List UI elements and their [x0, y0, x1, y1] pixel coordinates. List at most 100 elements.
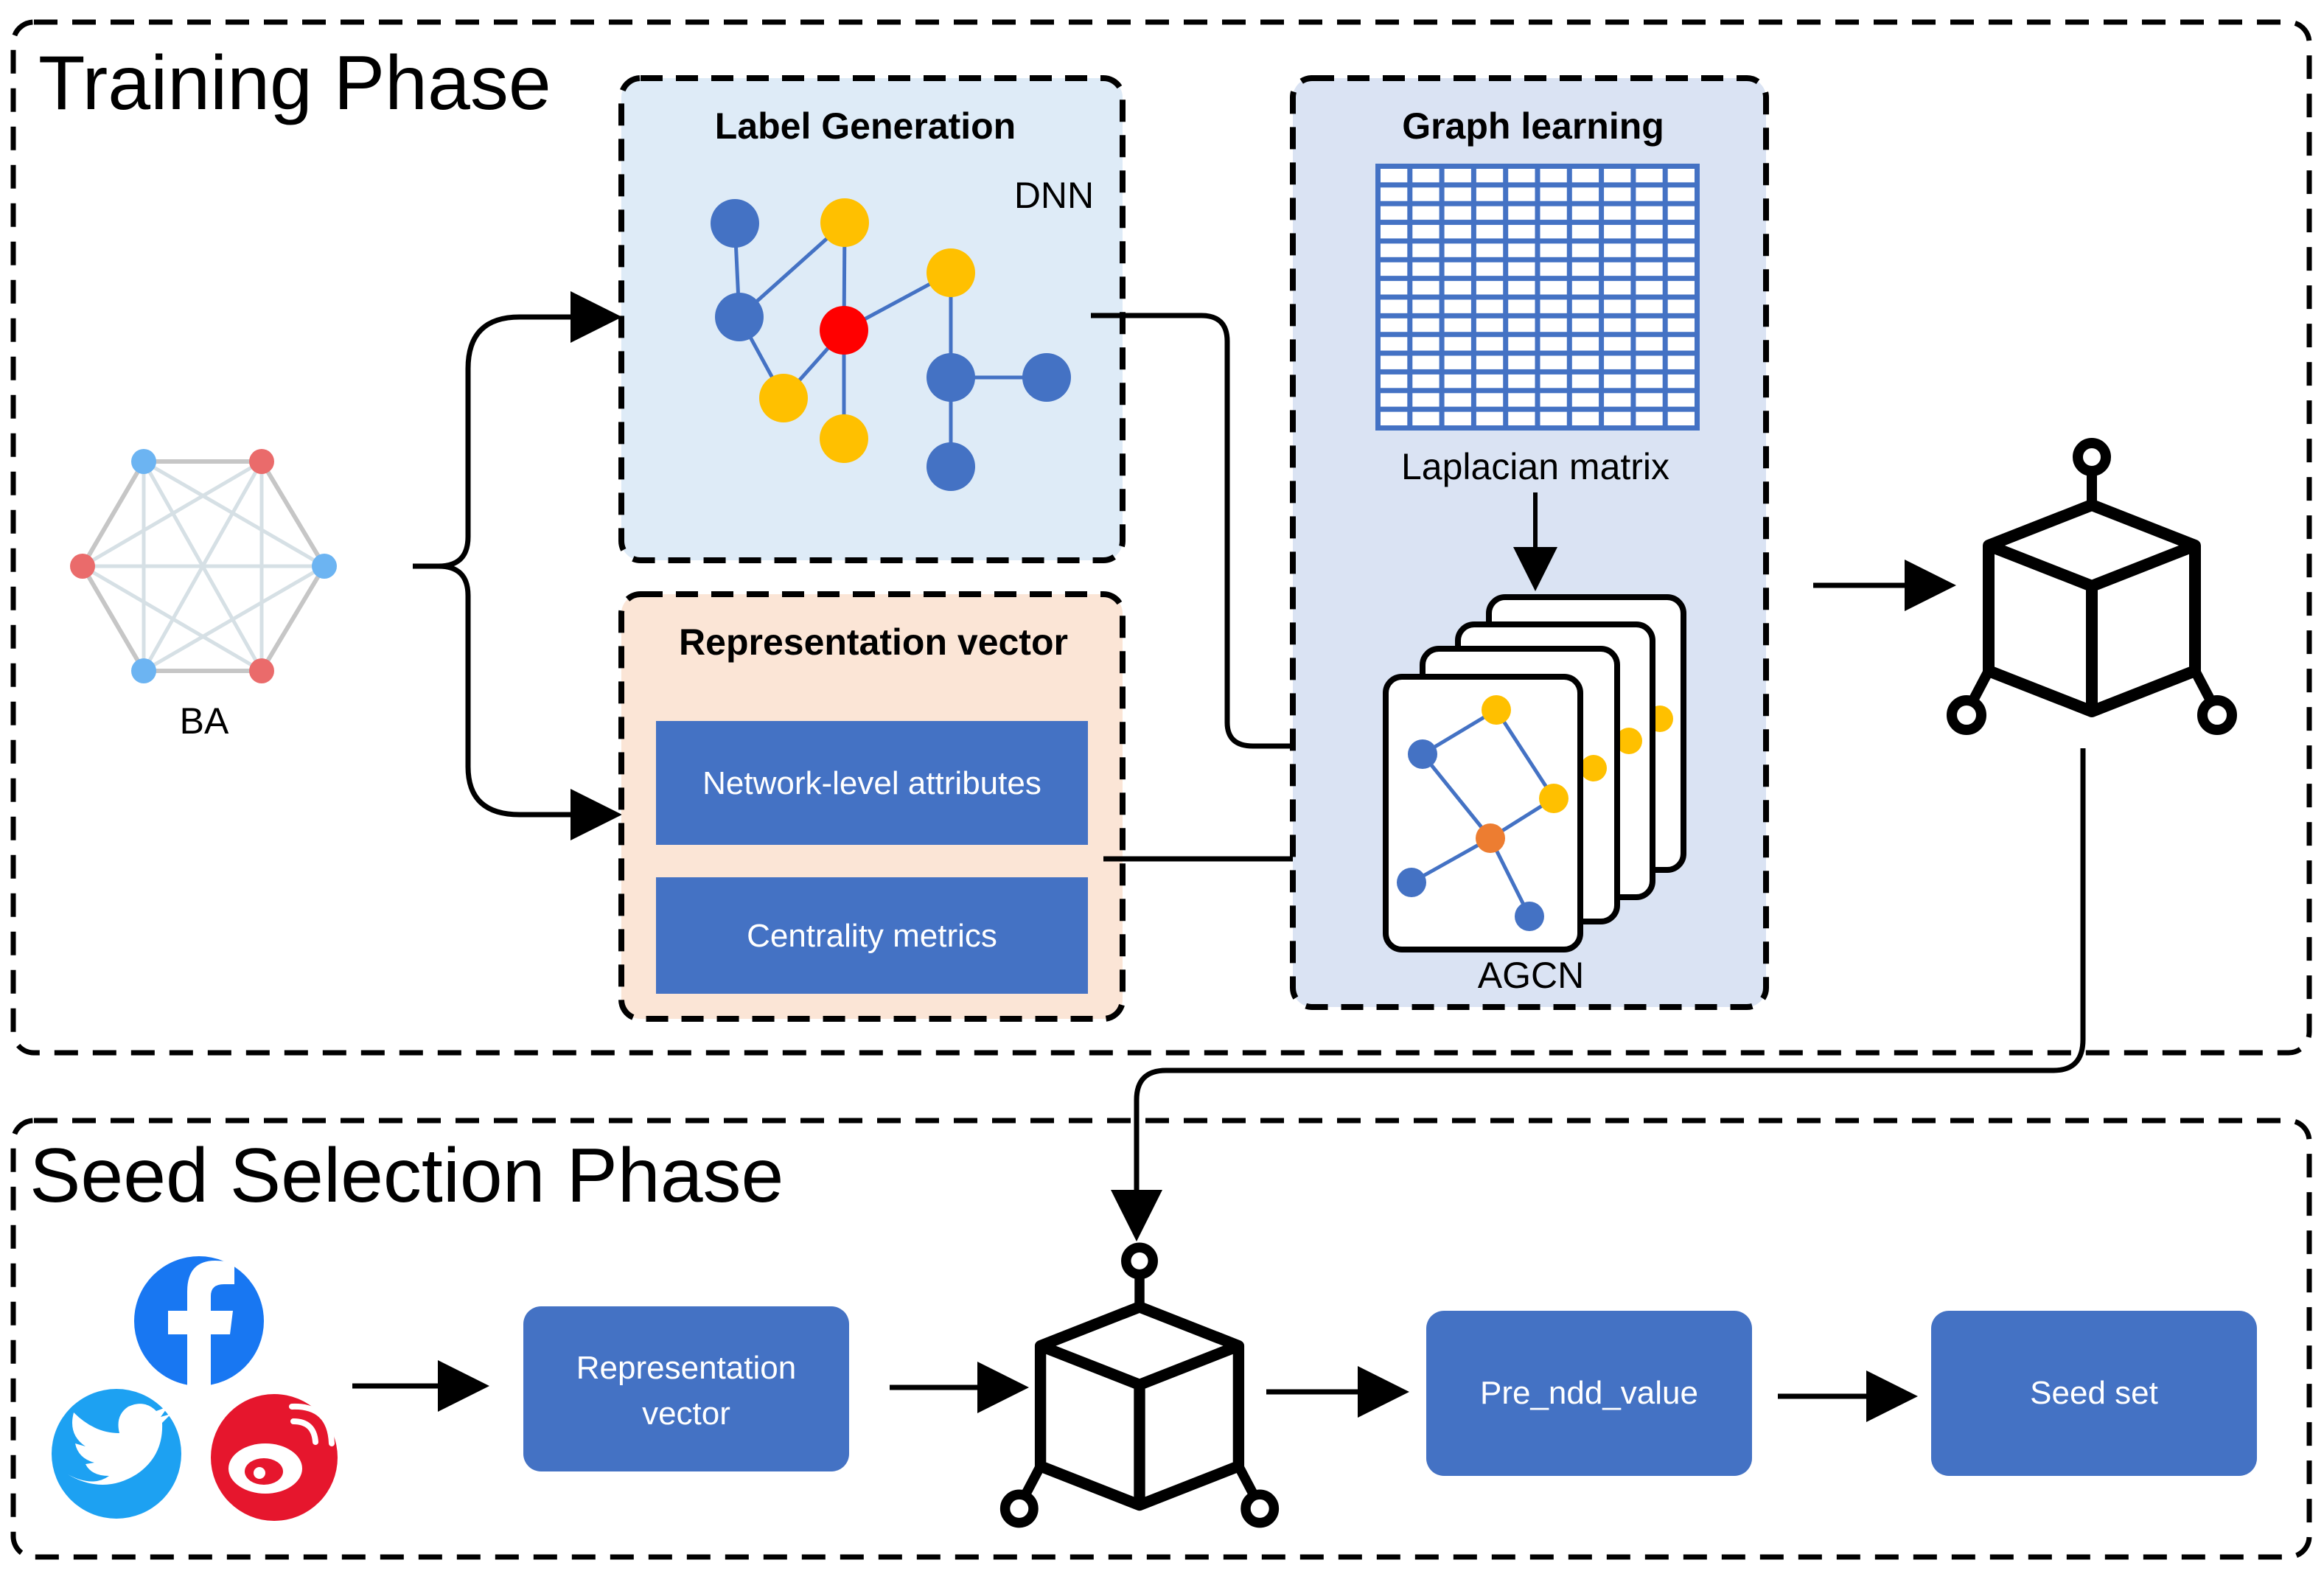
representation-vector-title: Representation vector — [679, 621, 1068, 663]
matrix-cell — [1508, 337, 1535, 351]
matrix-cell — [1636, 169, 1663, 183]
matrix-cell — [1508, 355, 1535, 369]
matrix-cell — [1476, 243, 1504, 257]
matrix-cell — [1667, 318, 1695, 332]
matrix-cell — [1540, 281, 1567, 295]
matrix-cell — [1381, 281, 1408, 295]
matrix-cell — [1667, 262, 1695, 276]
matrix-cell — [1540, 206, 1567, 220]
matrix-cell — [1381, 169, 1408, 183]
matrix-cell — [1412, 187, 1440, 201]
matrix-cell — [1412, 243, 1440, 257]
matrix-cell — [1604, 299, 1631, 313]
matrix-cell — [1381, 393, 1408, 407]
matrix-cell — [1540, 337, 1567, 351]
matrix-cell — [1444, 262, 1471, 276]
representation-vector-label-line2: vector — [642, 1396, 730, 1432]
matrix-cell — [1508, 225, 1535, 239]
training-phase-title: Training Phase — [38, 41, 551, 126]
matrix-cell — [1604, 393, 1631, 407]
laplacian-matrix-label: Laplacian matrix — [1401, 446, 1669, 487]
matrix-cell — [1381, 206, 1408, 220]
matrix-cell — [1540, 225, 1567, 239]
matrix-cell — [1571, 374, 1599, 389]
matrix-cell — [1381, 318, 1408, 332]
training-phase-frame — [10, 19, 2312, 1056]
matrix-cell — [1476, 318, 1504, 332]
matrix-cell — [1444, 169, 1471, 183]
matrix-cell — [1444, 355, 1471, 369]
centrality-metrics-label: Centrality metrics — [747, 918, 997, 954]
seed-selection-phase: Seed Selection Phase Representation vect… — [10, 1118, 2312, 1560]
matrix-cell — [1444, 187, 1471, 201]
matrix-cell — [1636, 355, 1663, 369]
matrix-cell — [1604, 225, 1631, 239]
matrix-cell — [1571, 225, 1599, 239]
matrix-cell — [1571, 318, 1599, 332]
matrix-cell — [1412, 206, 1440, 220]
matrix-cell — [1381, 187, 1408, 201]
dnn-label: DNN — [1014, 175, 1094, 216]
matrix-cell — [1381, 337, 1408, 351]
phase-connector-arrow — [1111, 748, 2086, 1241]
matrix-cell — [1571, 393, 1599, 407]
matrix-cell — [1604, 374, 1631, 389]
matrix-cell — [1604, 187, 1631, 201]
matrix-cell — [1571, 206, 1599, 220]
matrix-cell — [1636, 206, 1663, 220]
matrix-cell — [1476, 374, 1504, 389]
matrix-cell — [1381, 243, 1408, 257]
matrix-cell — [1508, 374, 1535, 389]
matrix-cell — [1508, 281, 1535, 295]
matrix-cell — [1540, 355, 1567, 369]
matrix-cell — [1508, 243, 1535, 257]
matrix-cell — [1571, 337, 1599, 351]
matrix-cell — [1636, 243, 1663, 257]
matrix-cell — [1636, 374, 1663, 389]
matrix-cell — [1636, 281, 1663, 295]
matrix-cell — [1508, 411, 1535, 425]
matrix-cell — [1571, 281, 1599, 295]
matrix-cell — [1540, 318, 1567, 332]
matrix-cell — [1604, 243, 1631, 257]
matrix-cell — [1444, 281, 1471, 295]
ba-label: BA — [180, 700, 229, 742]
matrix-cell — [1508, 299, 1535, 313]
dnn-network-graph — [711, 198, 1071, 491]
matrix-cell — [1381, 262, 1408, 276]
matrix-cell — [1540, 299, 1567, 313]
ba-graph — [70, 449, 337, 683]
matrix-cell — [1412, 337, 1440, 351]
matrix-cell — [1667, 299, 1695, 313]
matrix-cell — [1540, 411, 1567, 425]
centrality-metrics-box — [656, 877, 1088, 994]
matrix-cell — [1412, 281, 1440, 295]
matrix-cell — [1636, 337, 1663, 351]
graph-learning-title: Graph learning — [1402, 105, 1664, 147]
representation-vector-panel: Representation vector Network-level attr… — [618, 591, 1126, 1022]
matrix-cell — [1444, 337, 1471, 351]
matrix-cell — [1476, 393, 1504, 407]
matrix-cell — [1540, 187, 1567, 201]
matrix-cell — [1381, 411, 1408, 425]
matrix-cell — [1444, 206, 1471, 220]
matrix-cell — [1636, 187, 1663, 201]
pre-ndd-value-label: Pre_ndd_value — [1480, 1375, 1698, 1411]
agcn-label: AGCN — [1478, 955, 1584, 996]
matrix-cell — [1508, 206, 1535, 220]
matrix-cell — [1667, 337, 1695, 351]
matrix-cell — [1508, 262, 1535, 276]
matrix-cell — [1540, 262, 1567, 276]
matrix-cell — [1667, 374, 1695, 389]
seed-selection-title: Seed Selection Phase — [29, 1133, 784, 1219]
matrix-cell — [1636, 393, 1663, 407]
matrix-cell — [1571, 169, 1599, 183]
matrix-cell — [1604, 169, 1631, 183]
matrix-cell — [1444, 374, 1471, 389]
matrix-cell — [1667, 281, 1695, 295]
seed-selection-frame — [10, 1118, 2312, 1560]
matrix-cell — [1444, 225, 1471, 239]
matrix-cell — [1444, 243, 1471, 257]
